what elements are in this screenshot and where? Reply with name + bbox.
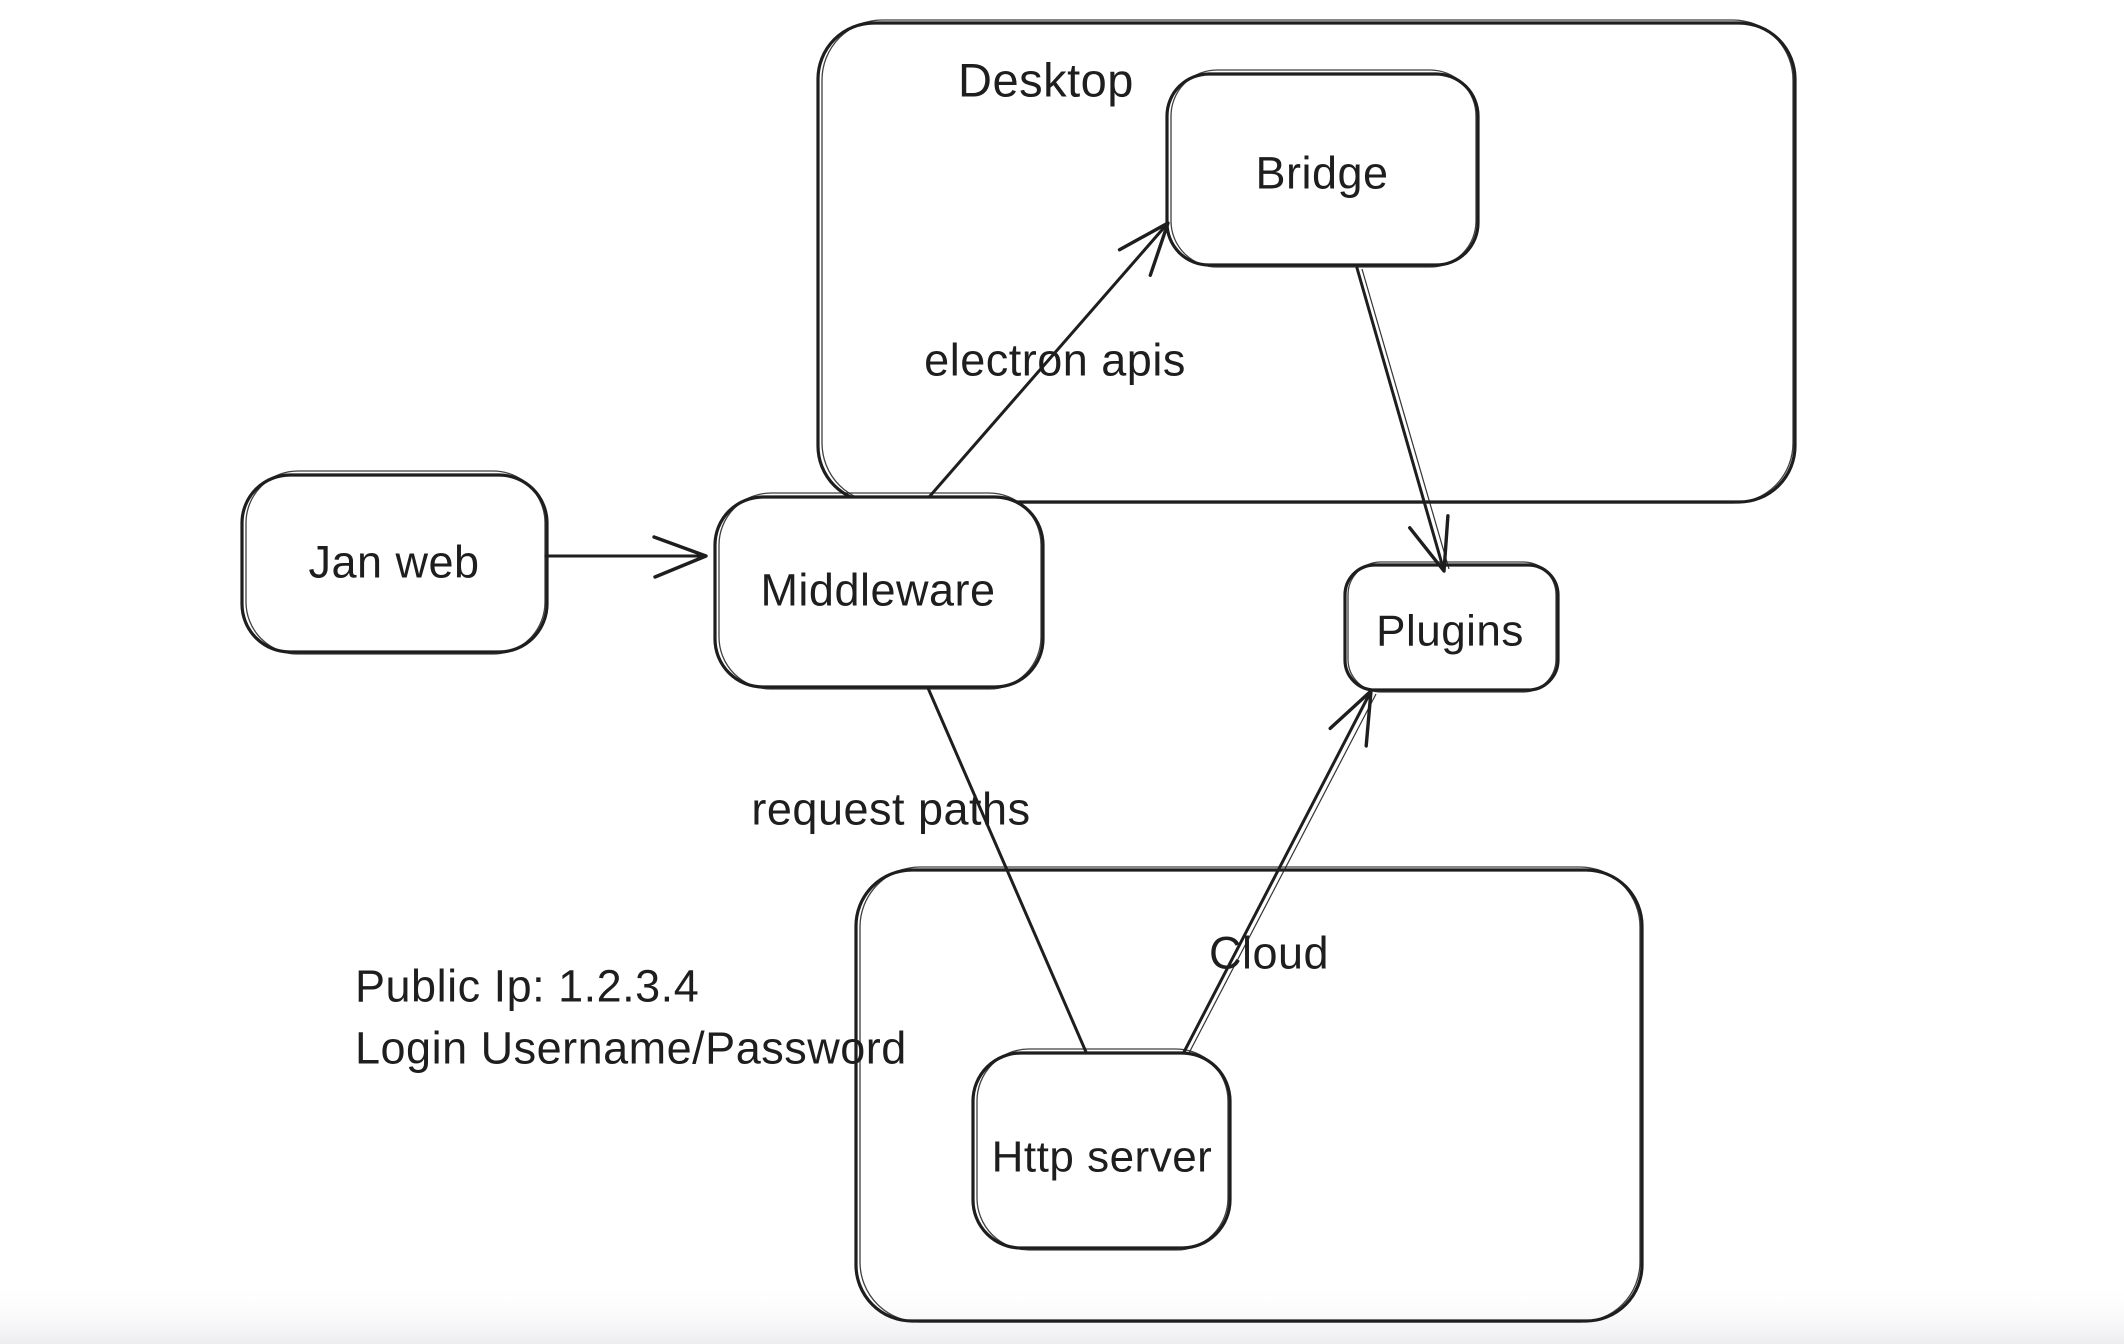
desktop-container-sketch-echo [821,19,1794,504]
electron-apis-edge-label[interactable]: electron apis [924,335,1186,386]
cloud-container[interactable]: Cloud [854,866,1644,1323]
plugins-sketch-echo [1347,561,1557,693]
desktop-container[interactable]: Desktop [816,19,1797,504]
middleware-node[interactable]: Middleware [713,492,1045,690]
jan-web-sketch-echo [245,470,546,655]
desktop-container-label[interactable]: Desktop [958,54,1134,107]
bridge-node[interactable]: Bridge [1165,69,1480,268]
note-public-ip[interactable]: Public Ip: 1.2.3.4 [355,961,699,1012]
canvas-bottom-fade [0,1282,2124,1344]
middleware-sketch-echo [718,492,1042,690]
edge-bridge-to-plugins-sketch-echo [1361,268,1450,570]
middleware-label[interactable]: Middleware [760,565,995,616]
jan-web-label[interactable]: Jan web [308,537,479,588]
jan-web-node[interactable]: Jan web [240,470,549,655]
edge-bridge-to-plugins[interactable] [1355,266,1450,573]
request-paths-edge-label[interactable]: request paths [751,784,1030,835]
plugins-node[interactable]: Plugins [1343,561,1560,693]
edges-layer [544,221,1450,1054]
http-server-label[interactable]: Http server [992,1133,1213,1182]
edge-httpserver-to-plugins-sketch-echo [1188,693,1377,1054]
cloud-container-sketch-echo [859,866,1641,1323]
http-server-sketch-echo [976,1048,1229,1251]
bridge-sketch-echo [1170,69,1477,268]
plugins-label[interactable]: Plugins [1376,607,1524,656]
http-server-node[interactable]: Http server [971,1048,1232,1251]
edge-middleware-to-bridge[interactable] [928,221,1170,498]
edge-httpserver-to-plugins[interactable] [1182,689,1373,1054]
edge-middleware-to-httpserver[interactable] [926,686,1088,1054]
bridge-label[interactable]: Bridge [1255,148,1388,199]
note-login[interactable]: Login Username/Password [355,1023,907,1074]
cloud-container-label[interactable]: Cloud [1209,928,1329,979]
